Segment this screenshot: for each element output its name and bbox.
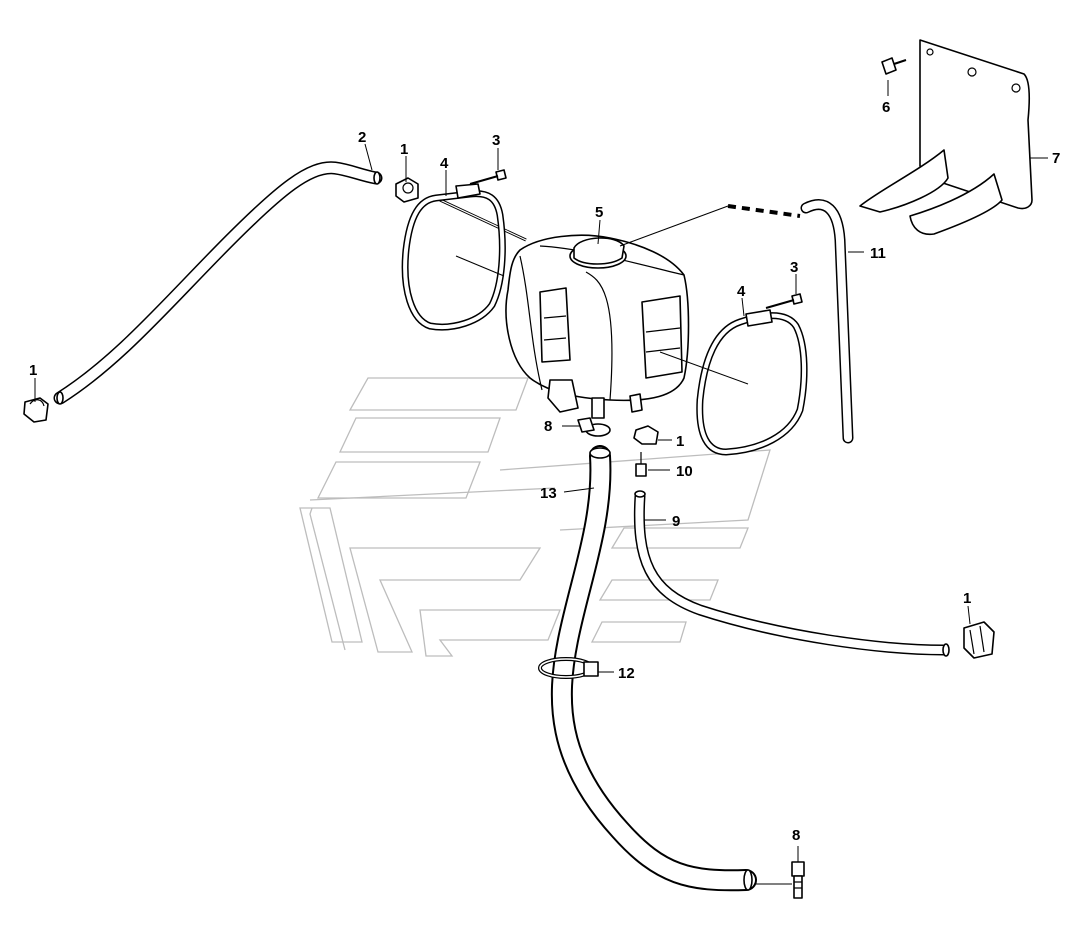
clip-item-12: [538, 657, 599, 679]
callout-12: 12: [618, 665, 635, 682]
callout-labels: 1 1 1 1 2 3 3 4 4 5 6 7 8 8 9 10 11 12 1…: [29, 99, 1060, 844]
clip-item-1-right: [963, 621, 995, 659]
bracket-item-7: [859, 39, 1033, 236]
callout-1-center: 1: [676, 433, 684, 450]
screw-item-6: [881, 57, 907, 75]
callout-1-left: 1: [29, 362, 37, 379]
strap-item-4-right: [696, 309, 808, 456]
callout-1-right: 1: [963, 590, 971, 607]
fitting-item-10: [635, 452, 647, 477]
leader-lines: [34, 80, 1048, 885]
clip-item-1-left: [23, 397, 49, 423]
callout-4-left: 4: [440, 155, 449, 172]
callout-2: 2: [358, 129, 366, 146]
callout-3-left: 3: [492, 132, 500, 149]
clip-item-1-top: [395, 177, 419, 203]
callout-1-top: 1: [400, 141, 408, 158]
clip-item-1-center: [633, 425, 659, 445]
strap-item-4-left: [401, 183, 506, 331]
bolt-item-3-left: [439, 169, 527, 242]
callout-7: 7: [1052, 150, 1060, 167]
bolt-item-3-right: [765, 293, 803, 309]
hose-item-2: [53, 161, 383, 405]
callout-6: 6: [882, 99, 890, 116]
callout-11: 11: [870, 245, 886, 262]
fitting-item-8-top: [577, 417, 611, 437]
callout-8-top: 8: [544, 418, 552, 435]
callout-4-right: 4: [737, 283, 746, 300]
callout-3-right: 3: [790, 259, 798, 276]
callout-5: 5: [595, 204, 603, 221]
hose-item-9: [633, 490, 950, 657]
callout-8-bottom: 8: [792, 827, 800, 844]
hose-item-11: [619, 199, 854, 444]
watermark-logo: [299, 377, 771, 657]
tank-item-5: [505, 234, 690, 419]
callout-10: 10: [676, 463, 693, 480]
fitting-item-8-bottom: [791, 861, 805, 899]
callout-9: 9: [672, 513, 680, 530]
callout-13: 13: [540, 485, 557, 502]
hose-item-13: [550, 445, 757, 892]
